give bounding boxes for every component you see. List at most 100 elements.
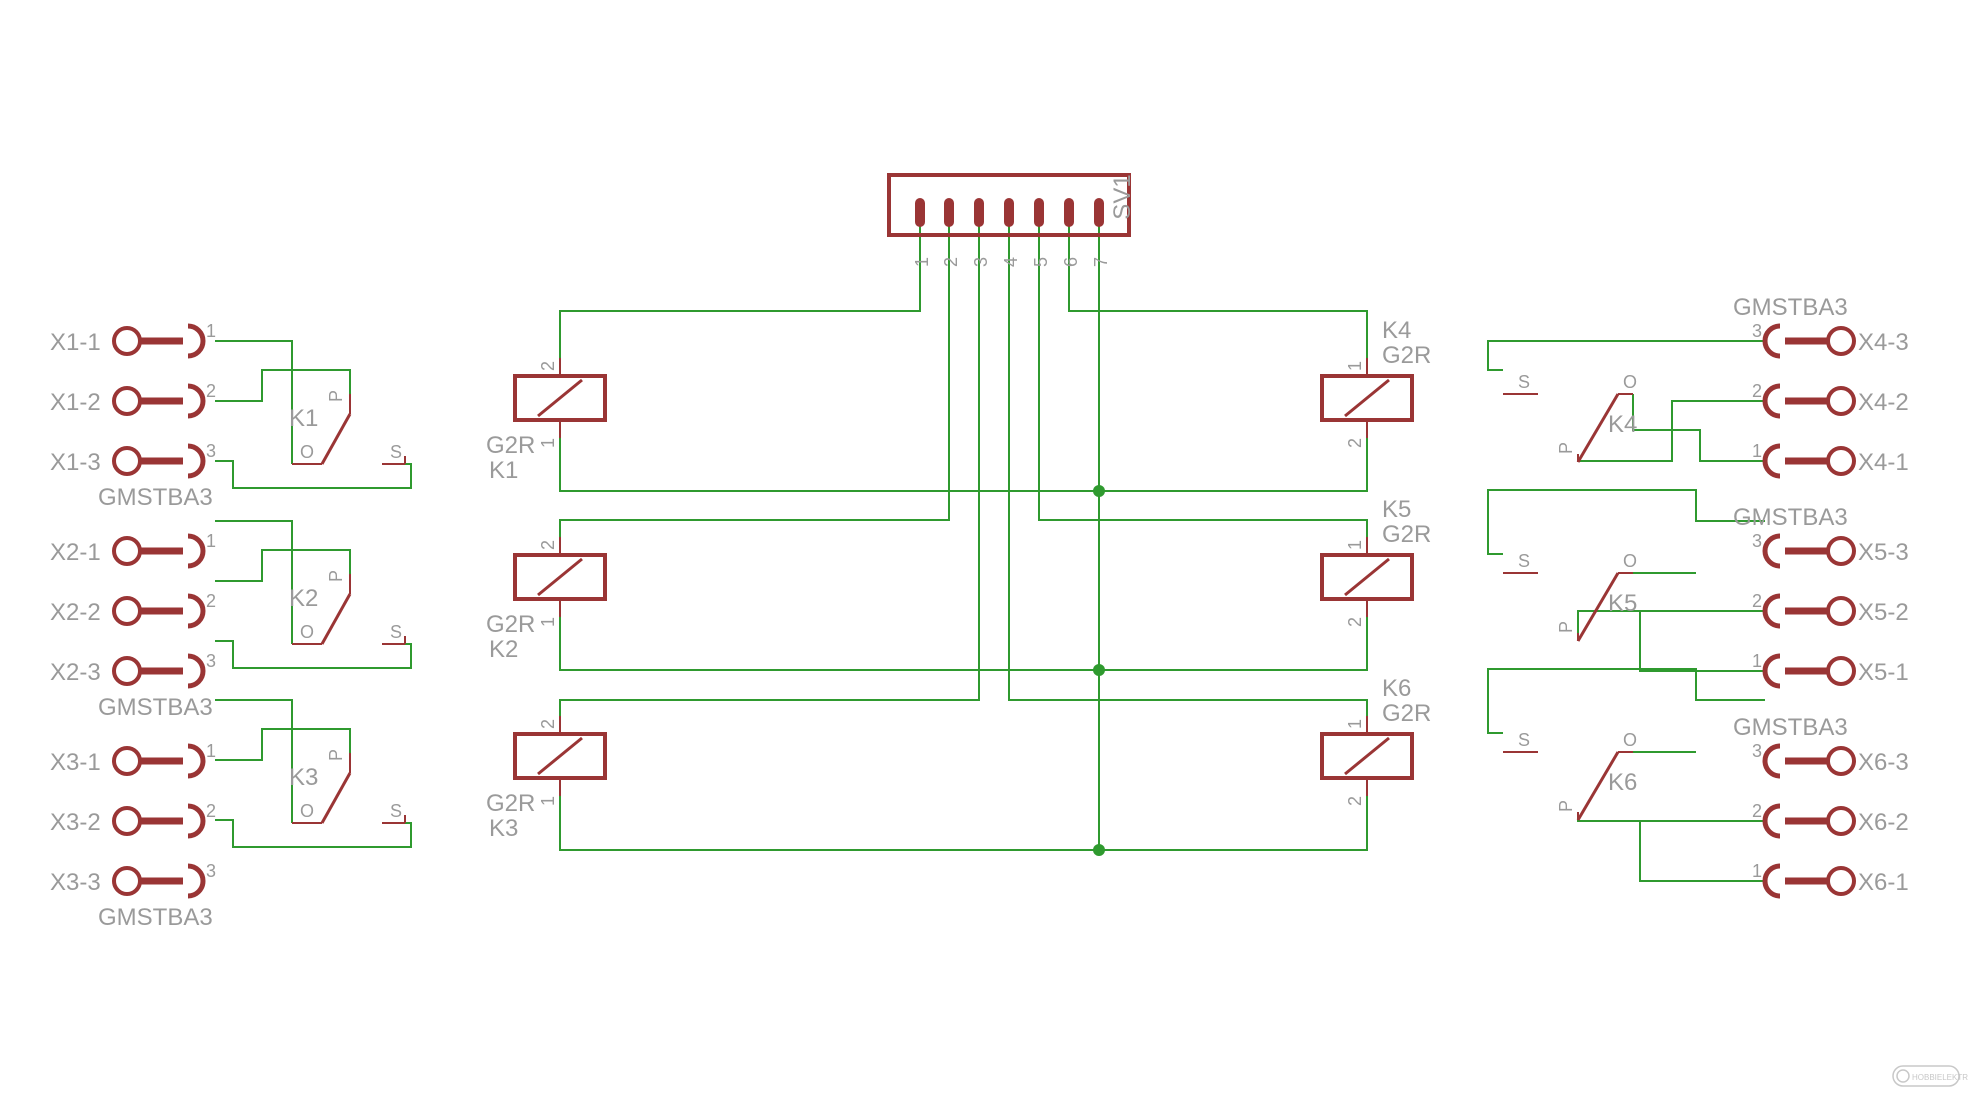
relay-coil-pin: 1 (1345, 361, 1365, 371)
relay-coil-slash (1344, 736, 1390, 776)
relay-contact-nc: O (300, 622, 314, 642)
logo-text: HOBBIELEKTRONIKA (1912, 1073, 1968, 1082)
relay-contact-name: K5 (1608, 590, 1637, 617)
terminal-pin-label: X3-2 (50, 809, 101, 836)
terminal-pin-number: 2 (1752, 591, 1762, 611)
terminal-pin-label: X3-3 (50, 869, 101, 896)
terminal-value: GMSTBA3 (1733, 714, 1848, 741)
terminal-pin-label: X1-1 (50, 329, 101, 356)
junction-dot (1093, 844, 1105, 856)
relay-value: G2R (1382, 521, 1431, 548)
wire-pin5-k5 (1038, 222, 1368, 537)
terminal-pin-number: 3 (206, 441, 216, 461)
terminal-pin-number: 1 (1752, 651, 1762, 671)
terminal-pin-number: 2 (206, 801, 216, 821)
relay-coil-pin: 2 (538, 540, 558, 550)
terminal-clamp (1762, 383, 1781, 419)
terminal-pad (1826, 656, 1856, 686)
terminal-clamp (1762, 653, 1781, 689)
wire-right-x5-2 (1577, 610, 1765, 641)
relay-contact-arm (1576, 393, 1620, 463)
terminal-clamp (1762, 533, 1781, 569)
terminal-pad (1826, 746, 1856, 776)
terminal-pin-label: X1-3 (50, 449, 101, 476)
relay-contact-name: K6 (1608, 769, 1637, 796)
terminal-clamp (187, 863, 206, 899)
relay-contact-arm (320, 772, 352, 824)
relay-coil-pin: 1 (538, 438, 558, 448)
wire-pin3-k3 (559, 222, 980, 716)
relay-contact-name: K2 (289, 585, 318, 612)
terminal-pad (112, 866, 142, 896)
relay-coil-pin: 1 (1345, 540, 1365, 550)
relay-coil-slash (537, 557, 583, 597)
wire-pin6-k4 (1068, 222, 1368, 358)
wire-left-t3 (215, 460, 412, 489)
terminal-clamp (187, 593, 206, 629)
terminal-clamp (1762, 803, 1781, 839)
terminal-pad (1826, 446, 1856, 476)
relay-coil-pin: 1 (538, 617, 558, 627)
junction-dot (1093, 485, 1105, 497)
relay-contact-nc: O (1623, 372, 1637, 392)
wire-return-row3 (559, 796, 1368, 851)
wire-right-x4-2 (1632, 394, 1765, 431)
relay-contact-nc: O (300, 442, 314, 462)
hobbielektronika-logo: HOBBIELEKTRONIKA (1892, 1065, 1968, 1087)
terminal-pin-label: X6-2 (1858, 809, 1909, 836)
relay-contact-arm (1576, 572, 1620, 642)
terminal-clamp (187, 323, 206, 359)
terminal-pad (112, 446, 142, 476)
terminal-pin-label: X1-2 (50, 389, 101, 416)
terminal-clamp (187, 803, 206, 839)
relay-contact-arm (320, 593, 352, 645)
terminal-clamp (187, 533, 206, 569)
junction-dot (1093, 664, 1105, 676)
relay-name: K1 (489, 457, 518, 484)
terminal-clamp (1762, 323, 1781, 359)
wire-pin4-k6 (1008, 222, 1368, 716)
relay-coil-pin: 1 (1345, 719, 1365, 729)
relay-contact-common: P (1556, 800, 1576, 812)
terminal-value: GMSTBA3 (98, 484, 213, 511)
terminal-clamp (187, 653, 206, 689)
terminal-pin-number: 3 (206, 651, 216, 671)
wire-left-t1 (215, 520, 293, 644)
wire-left-t2 (215, 369, 351, 402)
relay-name: K6 (1382, 675, 1411, 702)
relay-contact-arm (320, 413, 352, 465)
relay-name: K2 (489, 636, 518, 663)
terminal-value: GMSTBA3 (1733, 504, 1848, 531)
terminal-pin-number: 1 (1752, 861, 1762, 881)
terminal-pin-number: 3 (1752, 321, 1762, 341)
terminal-pin-label: X6-3 (1858, 749, 1909, 776)
relay-value: G2R (486, 611, 535, 638)
relay-contact-no: S (390, 442, 402, 462)
terminal-pin-number: 1 (206, 321, 216, 341)
relay-coil-slash (1344, 378, 1390, 418)
relay-contact-common: P (326, 390, 346, 402)
terminal-pin-number: 2 (206, 381, 216, 401)
terminal-pin-label: X2-2 (50, 599, 101, 626)
relay-name: K3 (489, 815, 518, 842)
terminal-pin-number: 1 (1752, 441, 1762, 461)
terminal-pad (1826, 326, 1856, 356)
terminal-pad (1826, 806, 1856, 836)
relay-contact-common: P (1556, 621, 1576, 633)
header-pin-number: 5 (1031, 257, 1051, 267)
wire-right-x5-1 (1639, 611, 1765, 672)
relay-contact-name: K3 (289, 764, 318, 791)
wire-left-t2 (215, 549, 351, 582)
relay-contact-name: K4 (1608, 411, 1637, 438)
relay-coil-pin: 2 (1345, 617, 1365, 627)
terminal-pin-number: 2 (1752, 381, 1762, 401)
terminal-pin-number: 3 (206, 861, 216, 881)
header-designator: SV1 (1109, 174, 1136, 219)
terminal-clamp (187, 383, 206, 419)
terminal-pad (112, 806, 142, 836)
wire-right-t3 (1487, 489, 1765, 555)
relay-contact-nc: O (300, 801, 314, 821)
header-pin-number: 3 (971, 257, 991, 267)
terminal-clamp (187, 443, 206, 479)
